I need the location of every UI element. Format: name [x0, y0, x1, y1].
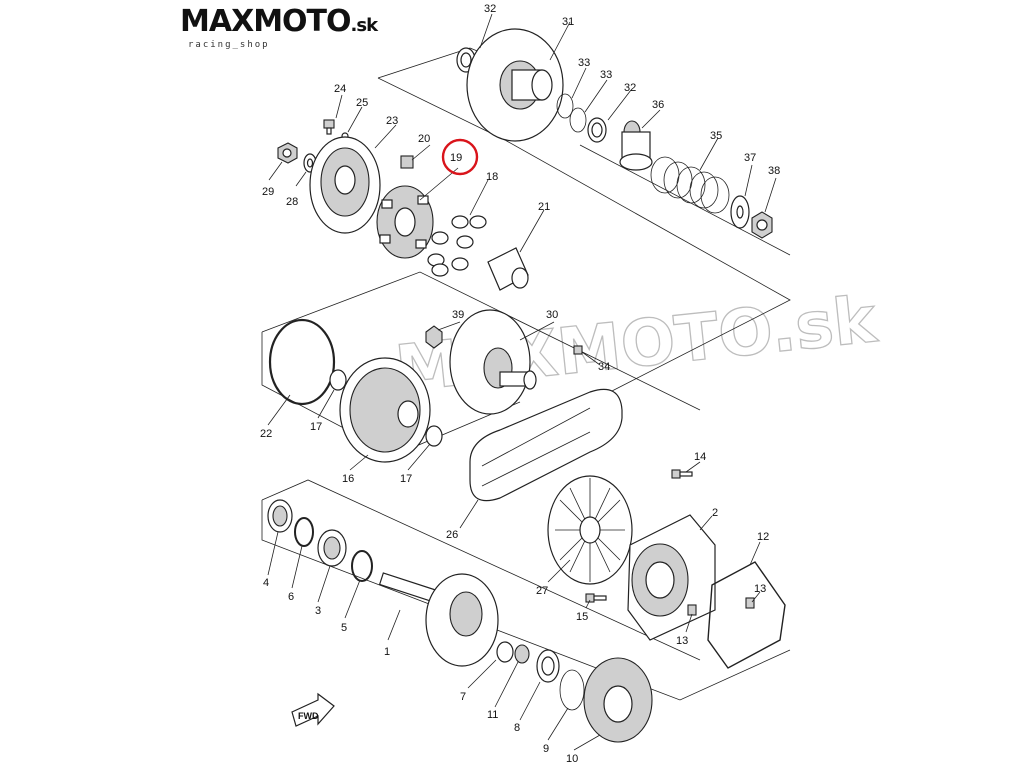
- label-7: 7: [460, 691, 466, 703]
- label-11: 11: [487, 709, 498, 721]
- label-28: 28: [286, 196, 298, 208]
- part-13-dowel-a[interactable]: [687, 604, 697, 616]
- part-26-v-belt[interactable]: [469, 388, 623, 502]
- part-34-bolt[interactable]: [573, 345, 583, 355]
- logo-suffix: .sk: [350, 15, 379, 36]
- fwd-direction-arrow: FWD: [291, 692, 335, 727]
- label-34: 34: [598, 361, 610, 373]
- part-number-labels: 1 2 3 4 5 6 7 8 9 10 11 12 13 13 14 15 1…: [260, 3, 780, 765]
- label-31: 31: [562, 16, 574, 28]
- part-14-bolt[interactable]: [671, 469, 693, 479]
- label-39: 39: [452, 309, 464, 321]
- part-3-bearing[interactable]: [317, 529, 347, 567]
- part-1-secondary-sheave[interactable]: [378, 572, 499, 667]
- label-22: 22: [260, 428, 272, 440]
- label-17b: 17: [400, 473, 412, 485]
- part-36-spring-seat[interactable]: [619, 120, 653, 171]
- label-36: 36: [652, 99, 664, 111]
- label-12: 12: [757, 531, 769, 543]
- label-20: 20: [418, 133, 430, 145]
- label-4: 4: [263, 577, 269, 589]
- part-17-seal-a[interactable]: [329, 369, 347, 391]
- part-27-fan-sheave[interactable]: [547, 475, 633, 585]
- label-13b: 13: [754, 583, 766, 595]
- part-18-weight-rollers[interactable]: [427, 215, 487, 277]
- assembly-frame-lines: [261, 47, 791, 701]
- label-32a: 32: [484, 3, 496, 15]
- label-10: 10: [566, 753, 578, 765]
- part-32-seal-b[interactable]: [587, 117, 607, 143]
- label-27: 27: [536, 585, 548, 597]
- part-8-seal[interactable]: [536, 649, 560, 683]
- part-16-primary-sheave[interactable]: [339, 357, 431, 463]
- label-15: 15: [576, 611, 588, 623]
- label-21: 21: [538, 201, 550, 213]
- label-2: 2: [712, 507, 718, 519]
- fwd-label: FWD: [298, 711, 319, 721]
- label-32b: 32: [624, 82, 636, 94]
- part-31-sliding-sheave[interactable]: [466, 28, 564, 142]
- label-5: 5: [341, 622, 347, 634]
- part-12-gasket[interactable]: [707, 561, 786, 669]
- label-26: 26: [446, 529, 458, 541]
- part-38-nut[interactable]: [751, 211, 773, 239]
- part-35-spring[interactable]: [650, 156, 730, 214]
- part-23-cam-cover[interactable]: [309, 136, 381, 234]
- part-24-bolt[interactable]: [323, 119, 335, 135]
- label-38: 38: [768, 165, 780, 177]
- part-30-fixed-sheave[interactable]: [449, 309, 537, 415]
- label-14: 14: [694, 451, 706, 463]
- label-9: 9: [543, 743, 549, 755]
- part-7-bearing[interactable]: [496, 641, 514, 663]
- label-33a: 33: [578, 57, 590, 69]
- part-21-collar[interactable]: [487, 247, 529, 291]
- part-33-o-ring-a[interactable]: [556, 93, 574, 119]
- part-33-o-ring-b[interactable]: [569, 107, 587, 133]
- part-5-circlip[interactable]: [351, 550, 373, 582]
- highlight-circle: [441, 138, 479, 176]
- label-18: 18: [486, 171, 498, 183]
- label-37: 37: [744, 152, 756, 164]
- label-25: 25: [356, 97, 368, 109]
- label-3: 3: [315, 605, 321, 617]
- part-17-seal-b[interactable]: [425, 425, 443, 447]
- part-10-clutch[interactable]: [583, 657, 653, 743]
- label-33b: 33: [600, 69, 612, 81]
- label-1: 1: [384, 646, 390, 658]
- logo-main-text: MAXMOTO: [180, 4, 352, 39]
- logo-tagline: racing_shop: [188, 40, 270, 50]
- label-23: 23: [386, 115, 398, 127]
- part-29-nut[interactable]: [277, 142, 298, 164]
- part-37-washer[interactable]: [730, 195, 750, 229]
- part-2-housing[interactable]: [627, 514, 716, 641]
- label-13a: 13: [676, 635, 688, 647]
- logo-wordmark: MAXMOTO.sk: [180, 4, 379, 42]
- part-6-circlip[interactable]: [294, 517, 314, 547]
- label-6: 6: [288, 591, 294, 603]
- part-22-o-ring[interactable]: [268, 318, 336, 406]
- part-11-bearing[interactable]: [514, 644, 530, 664]
- label-8: 8: [514, 722, 520, 734]
- label-24: 24: [334, 83, 346, 95]
- brand-logo[interactable]: MAXMOTO.sk racing_shop: [180, 4, 379, 51]
- label-29: 29: [262, 186, 274, 198]
- label-35: 35: [710, 130, 722, 142]
- part-4-seal[interactable]: [267, 499, 293, 533]
- part-20-slider[interactable]: [400, 155, 414, 169]
- label-30: 30: [546, 309, 558, 321]
- part-9-gasket[interactable]: [559, 669, 585, 711]
- part-15-bolt[interactable]: [585, 593, 607, 603]
- part-39-nut[interactable]: [425, 325, 443, 349]
- leader-lines: [267, 13, 777, 751]
- label-16: 16: [342, 473, 354, 485]
- part-19-cam[interactable]: [376, 185, 434, 259]
- label-19: 19: [450, 152, 462, 164]
- label-17a: 17: [310, 421, 322, 433]
- part-13-dowel-b[interactable]: [745, 597, 755, 609]
